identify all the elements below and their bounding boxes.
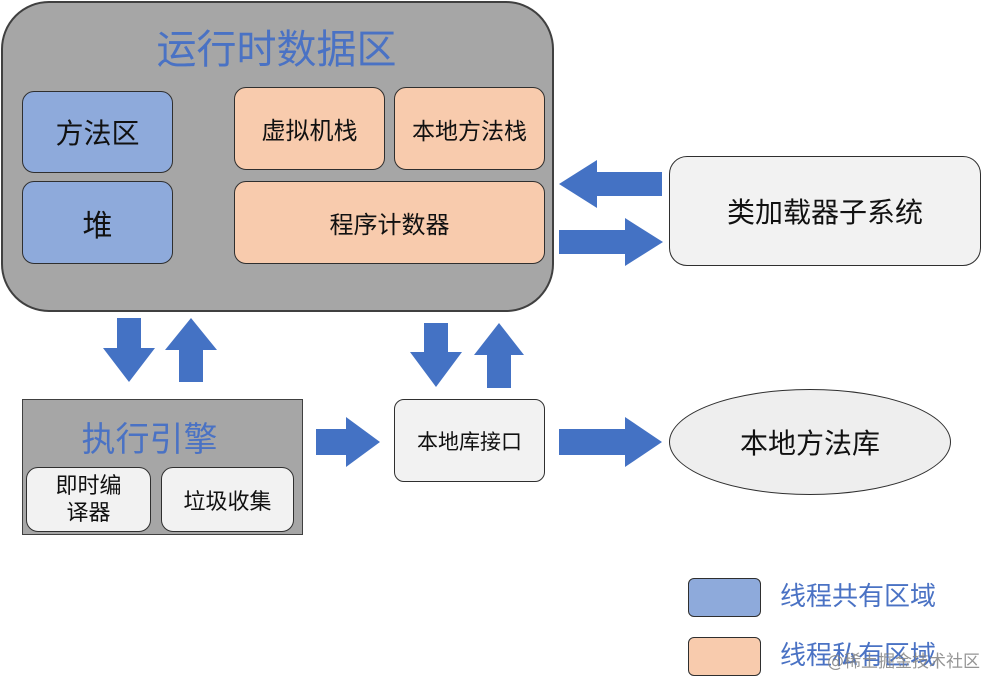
execution-engine-title: 执行引擎 [81,419,218,460]
arrow-right-icon [316,417,380,467]
legend-shared-label: 线程共有区域 [780,582,937,612]
garbage-collector-box: 垃圾收集 [161,467,294,532]
arrow-down-icon [410,323,462,387]
native-interface-box: 本地库接口 [394,399,545,482]
native-library-ellipse: 本地方法库 [669,389,951,495]
class-loader-subsystem-box: 类加载器子系统 [669,156,981,266]
native-method-stack-box: 本地方法栈 [394,87,545,170]
runtime-data-area-title: 运行时数据区 [156,27,397,73]
arrow-left-icon [559,160,662,208]
jit-compiler-label-line2: 译器 [66,501,111,526]
legend-shared-swatch [688,578,761,617]
arrow-right-icon [559,218,663,266]
legend-private-swatch [688,637,761,676]
jit-compiler-label-line1: 即时编 [55,474,122,499]
jit-compiler-box: 即时编 译器 [26,467,151,532]
arrow-up-icon [474,323,524,388]
legend-private-label: 线程私有区域 [780,641,937,671]
vm-stack-box: 虚拟机栈 [234,87,385,170]
heap-box: 堆 [22,181,173,264]
arrow-down-icon [103,318,155,382]
method-area-box: 方法区 [22,91,173,173]
arrow-up-icon [165,318,217,382]
program-counter-box: 程序计数器 [234,181,545,264]
arrow-right-icon [559,417,662,467]
watermark-text: @稀土掘金技术社区 [827,651,980,672]
